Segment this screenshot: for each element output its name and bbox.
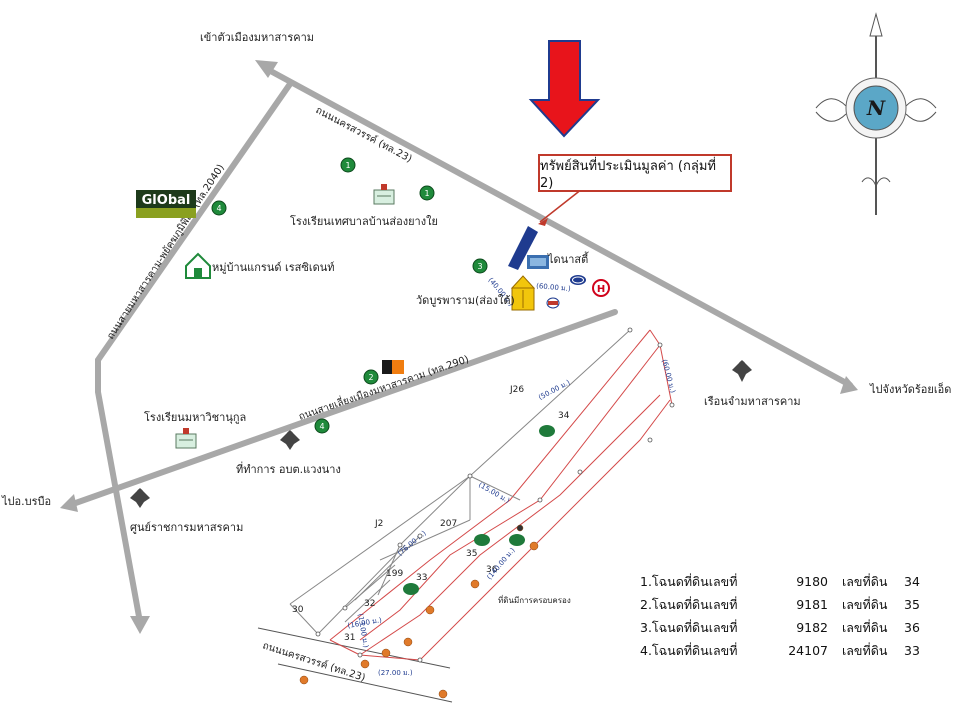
- id-logo: [382, 360, 404, 374]
- parcel-199: 199: [386, 569, 403, 579]
- label-village: หมู่บ้านแกรนด์ เรสซิเดนท์: [212, 261, 335, 274]
- parcel-number: 33: [904, 643, 920, 658]
- compass-letter: N: [866, 96, 886, 120]
- deed-row: 4.โฉนดที่ดินเลขที่ 24107 เลขที่ดิน 33: [640, 639, 920, 662]
- svg-text:4: 4: [216, 204, 221, 213]
- svg-text:H: H: [597, 284, 605, 295]
- label-to-roiet: ไปจังหวัดร้อยเอ็ด: [870, 383, 952, 396]
- red-arrow-icon: [528, 40, 601, 138]
- deed-row: 3.โฉนดที่ดินเลขที่ 9182 เลขที่ดิน 36: [640, 616, 920, 639]
- callout-pointer: [539, 188, 583, 223]
- parcel-j2: J2: [374, 519, 383, 529]
- parcel-label: เลขที่ดิน: [842, 574, 888, 589]
- svg-text:GlObal: GlObal: [142, 193, 191, 208]
- dynasty-building-icon: [527, 255, 549, 269]
- parcel-30: 30: [292, 605, 304, 615]
- road-23-label: ถนนนครสวรรค์ (ทล.23): [314, 104, 415, 165]
- label-prison: เรือนจำมหาสารคาม: [704, 395, 801, 408]
- label-public-land: ที่ดินมีการครอบครอง: [498, 596, 571, 605]
- svg-text:1: 1: [424, 189, 429, 198]
- deed-number: 9180: [796, 574, 828, 589]
- deed-number: 24107: [788, 643, 828, 658]
- dimension-labels: (50.00 ม.) (40.00 ม.) (15.00 ม.) (76.00 …: [347, 276, 677, 677]
- parcel-36: 36: [486, 565, 498, 575]
- label-gov-center: ศูนย์ราชการมหาสรคาม: [130, 521, 244, 534]
- parcel-number: 35: [904, 597, 920, 612]
- garuda-icon-office: [280, 430, 300, 450]
- property-callout: ทรัพย์สินที่ประเมินมูลค่า (กลุ่มที่ 2): [538, 154, 732, 192]
- parcel-numbers: 34 35 36 33 207 199 32 31 30 J26 J2: [292, 385, 570, 643]
- parcel-33: 33: [416, 573, 427, 583]
- deed-label: 3.โฉนดที่ดินเลขที่: [640, 620, 738, 635]
- global-logo: GlObal: [136, 190, 196, 218]
- parcel-35: 35: [466, 549, 477, 559]
- deed-row: 1.โฉนดที่ดินเลขที่ 9180 เลขที่ดิน 34: [640, 570, 920, 593]
- parcel-number: 36: [904, 620, 920, 635]
- parcel-dots: [403, 425, 555, 595]
- property-shape: [508, 226, 538, 270]
- dim-27: (27.00 ม.): [378, 669, 413, 677]
- parcel-34: 34: [558, 411, 570, 421]
- parcel-label: เลขที่ดิน: [842, 643, 888, 658]
- deed-list: 1.โฉนดที่ดินเลขที่ 9180 เลขที่ดิน 34 2.โ…: [640, 570, 920, 662]
- green-marker-2: 1: [340, 157, 356, 173]
- parcel-31: 31: [344, 633, 355, 643]
- temple-icon: [510, 275, 536, 311]
- road-2040-label: ถนนสายมหาสารคาม-พยัคฆภูมิพิสัย (ทล.2040): [105, 163, 227, 342]
- green-marker-1: 4: [211, 200, 227, 216]
- green-marker-4: 3: [472, 258, 488, 274]
- parcel-plot: [289, 329, 673, 661]
- deed-number: 9181: [796, 597, 828, 612]
- deed-row: 2.โฉนดที่ดินเลขที่ 9181 เลขที่ดิน 35: [640, 593, 920, 616]
- label-dynasty: ไดนาสตี้: [548, 253, 589, 266]
- label-school-2: โรงเรียนมหาวิชานุกูล: [144, 411, 247, 424]
- deed-number: 9182: [796, 620, 828, 635]
- parcel-32: 32: [364, 599, 375, 609]
- green-marker-3: 1: [419, 185, 435, 201]
- parcel-label: เลขที่ดิน: [842, 620, 888, 635]
- house-icon: [185, 252, 211, 279]
- dim-60-b: (60.00 ม.): [660, 358, 677, 394]
- garuda-icon-gov: [130, 488, 150, 508]
- deed-label: 4.โฉนดที่ดินเลขที่: [640, 643, 738, 658]
- deed-label: 1.โฉนดที่ดินเลขที่: [640, 574, 738, 589]
- label-to-city: เข้าตัวเมืองมหาสารคาม: [200, 31, 315, 44]
- badge-logo-icon: [546, 297, 560, 309]
- label-school-1: โรงเรียนเทศบาลบ้านส่องยางใย: [290, 215, 438, 228]
- parcel-207: 207: [440, 519, 457, 529]
- ford-logo-icon: [570, 275, 586, 285]
- school-icon-2: [175, 428, 197, 449]
- school-icon: [373, 184, 395, 205]
- svg-text:1: 1: [345, 161, 350, 170]
- orange-markers: [299, 524, 539, 699]
- label-tambon-office: ที่ทำการ อบต.แวงนาง: [236, 463, 341, 476]
- bottom-road: [257, 627, 451, 669]
- label-to-borabue: ไปอ.บรบือ: [2, 495, 52, 508]
- green-markers: 4 1 1 3 2 4: [211, 157, 488, 434]
- deed-label: 2.โฉนดที่ดินเลขที่: [640, 597, 738, 612]
- svg-text:4: 4: [319, 422, 324, 431]
- parcel-corners: [315, 327, 675, 663]
- parcel-j26: J26: [509, 385, 524, 395]
- road-arrowheads: [60, 60, 858, 634]
- parcel-label: เลขที่ดิน: [842, 597, 888, 612]
- dim-60-a: (60.00 ม.): [536, 282, 571, 293]
- garuda-icon-prison: [732, 360, 752, 382]
- dim-140: (140.00 ม.): [485, 546, 516, 581]
- parcel-number: 34: [904, 574, 920, 589]
- compass-icon: N: [815, 12, 937, 215]
- road-23-bottom-label: ถนนนครสวรรค์ (ทล.23): [261, 639, 367, 684]
- hospital-icon: H: [592, 279, 610, 297]
- label-temple: วัดบูรพาราม(ส่องใต้): [416, 294, 515, 307]
- green-marker-5: 2: [363, 369, 379, 385]
- svg-text:2: 2: [368, 373, 373, 382]
- roads: [67, 65, 853, 625]
- svg-text:3: 3: [477, 262, 482, 271]
- dim-50: (50.00 ม.): [537, 378, 572, 401]
- green-marker-6: 4: [314, 418, 330, 434]
